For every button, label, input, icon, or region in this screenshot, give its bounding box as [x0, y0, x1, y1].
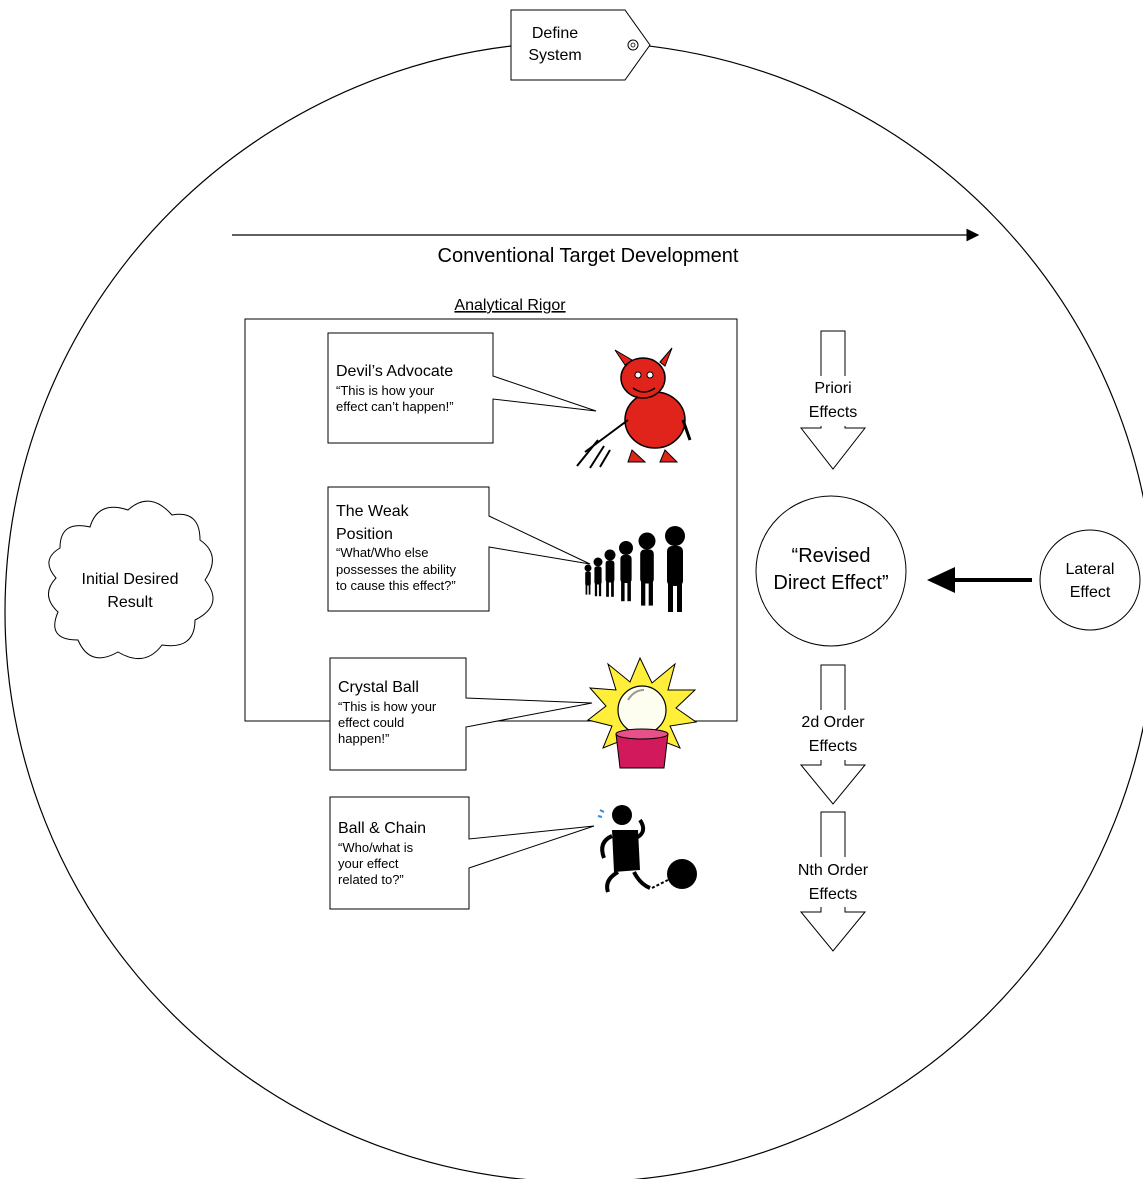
callout-text-line: effect could [338, 715, 404, 730]
callout-title: The Weak [336, 503, 410, 520]
callout-text-line: “This is how your [338, 699, 437, 714]
panel-title: Analytical Rigor [454, 297, 566, 314]
arrow-label-line1: Priori [814, 380, 851, 397]
initial-desired-result-cloud: Initial Desired Result [48, 500, 214, 660]
nth-order-effects-arrow: Nth Order Effects [782, 811, 884, 952]
callout-title: Crystal Ball [338, 679, 419, 696]
ball-and-chain-icon [597, 805, 697, 893]
callout-text-line: your effect [338, 856, 399, 871]
arrow-label-line1: 2d Order [801, 714, 865, 731]
arrow-label-line2: Effects [809, 404, 858, 421]
tag-label-line1: Define [532, 25, 578, 42]
tag-label-line2: System [528, 47, 581, 64]
callout-text-line: effect can’t happen!” [336, 399, 454, 414]
lateral-arrow [927, 567, 1032, 593]
callout-title: Ball & Chain [338, 820, 426, 837]
cloud-label-line1: Initial Desired [82, 571, 179, 588]
lateral-label-line2: Effect [1070, 584, 1111, 601]
callout-text-line: happen!” [338, 731, 389, 746]
conventional-arrow-label: Conventional Target Development [438, 245, 739, 267]
callout-text-line: to cause this effect?” [336, 578, 456, 593]
callout-text-line: “This is how your [336, 383, 435, 398]
revised-direct-effect-circle: “Revised Direct Effect” [755, 495, 907, 647]
crystal-ball-icon [586, 656, 698, 769]
center-label-line2: Direct Effect” [773, 572, 888, 594]
callout-text-line: “Who/what is [338, 840, 414, 855]
cloud-label-line2: Result [107, 594, 153, 611]
lateral-label-line1: Lateral [1066, 561, 1115, 578]
priori-effects-arrow: Priori Effects [798, 330, 868, 470]
arrow-label-line2: Effects [809, 738, 858, 755]
callout-devils-advocate: Devil’s Advocate “This is how your effec… [327, 332, 597, 444]
callout-crystal-ball: Crystal Ball “This is how your effect co… [329, 657, 593, 771]
devil-icon [576, 347, 692, 469]
callout-text-line: possesses the ability [336, 562, 456, 577]
define-system-tag[interactable]: Define System [510, 9, 651, 81]
callout-title: Position [336, 526, 393, 543]
callout-text-line: related to?” [338, 872, 404, 887]
arrow-label-line2: Effects [809, 886, 858, 903]
second-order-effects-arrow: 2d Order Effects [784, 664, 882, 805]
callout-text-line: “What/Who else [336, 545, 428, 560]
callout-title: Devil’s Advocate [336, 363, 453, 380]
callout-ball-and-chain: Ball & Chain “Who/what is your effect re… [329, 796, 595, 910]
silhouettes-icon [584, 526, 685, 612]
center-label-line1: “Revised [792, 545, 871, 567]
callout-weak-position: The Weak Position “What/Who else possess… [327, 486, 591, 612]
arrow-label-line1: Nth Order [798, 862, 869, 879]
lateral-effect-circle: Lateral Effect [1039, 529, 1141, 631]
